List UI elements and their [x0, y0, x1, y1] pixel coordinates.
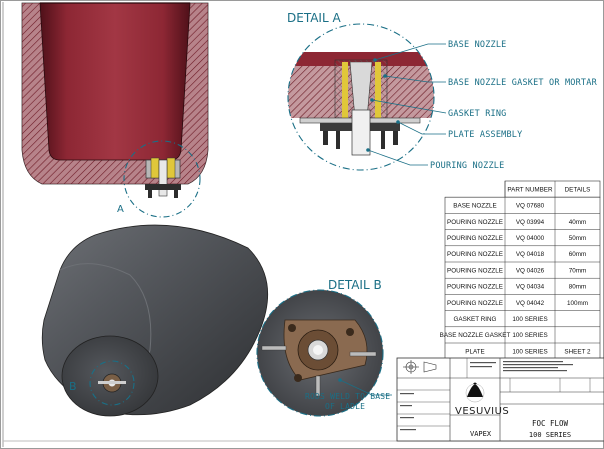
detail-b-title: DETAIL B: [328, 278, 382, 292]
table-cell: PLATE: [465, 348, 484, 355]
table-cell: VQ 04026: [516, 267, 545, 274]
table-cell: VQ 04042: [516, 300, 545, 307]
table-cell: POURING NOZZLE: [447, 235, 503, 242]
vesuvius-logo: [465, 382, 485, 403]
projection-symbol: [403, 360, 437, 374]
table-header-cell: PART NUMBER: [507, 186, 553, 193]
drawing-title: FOC FLOW: [532, 419, 569, 428]
table-cell: VQ 07680: [516, 203, 545, 210]
table-cell: POURING NOZZLE: [447, 300, 503, 307]
callout-rods-weld-line1: RODS WELD TO BASE: [305, 392, 390, 401]
table-cell: 100 SERIES: [512, 332, 547, 339]
drawing-series: 100 SERIES: [529, 431, 571, 439]
detail-a-title: DETAIL A: [287, 11, 341, 25]
table-cell: 80mm: [569, 284, 587, 291]
table-cell: POURING NOZZLE: [447, 284, 503, 291]
table-header-cell: DETAILS: [565, 186, 591, 193]
callout-base-nozzle-gasket: BASE NOZZLE GASKET OR MORTAR: [448, 78, 598, 88]
table-cell: BASE NOZZLE: [453, 203, 496, 210]
ladle-isometric-view: B: [41, 224, 269, 417]
table-cell: VQ 04034: [516, 284, 545, 291]
title-block: VESUVIUS FOC FLOW 100 SERIES VAPEX: [396, 357, 604, 442]
callout-base-nozzle: BASE NOZZLE: [448, 40, 507, 50]
table-cell: VQ 04000: [516, 235, 545, 242]
parts-table: PART NUMBER DETAILS BASE NOZZLE VQ 07680POU…: [440, 180, 601, 360]
table-cell: 60mm: [569, 251, 587, 258]
table-cell: GASKET RING: [454, 316, 497, 323]
table-cell: VQ 03994: [516, 219, 545, 226]
project-name: VAPEX: [470, 430, 492, 438]
callout-gasket-ring: GASKET RING: [448, 109, 507, 119]
section-marker-a: A: [117, 204, 124, 215]
callout-rods-weld-line2: OF LADLE: [325, 402, 365, 411]
table-cell: SHEET 2: [564, 348, 591, 355]
table-cell: POURING NOZZLE: [447, 251, 503, 258]
detail-b: DETAIL B RODS WELD TO BASE OF LADLE: [256, 278, 392, 417]
iso-marker-b: B: [69, 380, 77, 393]
callout-plate-assembly: PLATE ASSEMBLY: [448, 130, 522, 140]
ladle-section-view: A: [21, 2, 209, 218]
table-cell: 100 SERIES: [512, 316, 547, 323]
table-cell: BASE NOZZLE GASKET: [440, 332, 511, 339]
detail-a: DETAIL A: [287, 11, 598, 171]
table-cell: VQ 04018: [516, 251, 545, 258]
callout-pouring-nozzle: POURING NOZZLE: [430, 161, 504, 171]
company-name: VESUVIUS: [455, 406, 509, 417]
table-cell: POURING NOZZLE: [447, 219, 503, 226]
table-cell: 100 SERIES: [512, 348, 547, 355]
table-cell: 70mm: [569, 267, 587, 274]
table-cell: POURING NOZZLE: [447, 267, 503, 274]
table-cell: 100mm: [567, 300, 588, 307]
table-cell: 50mm: [569, 235, 587, 242]
table-cell: 40mm: [569, 219, 587, 226]
